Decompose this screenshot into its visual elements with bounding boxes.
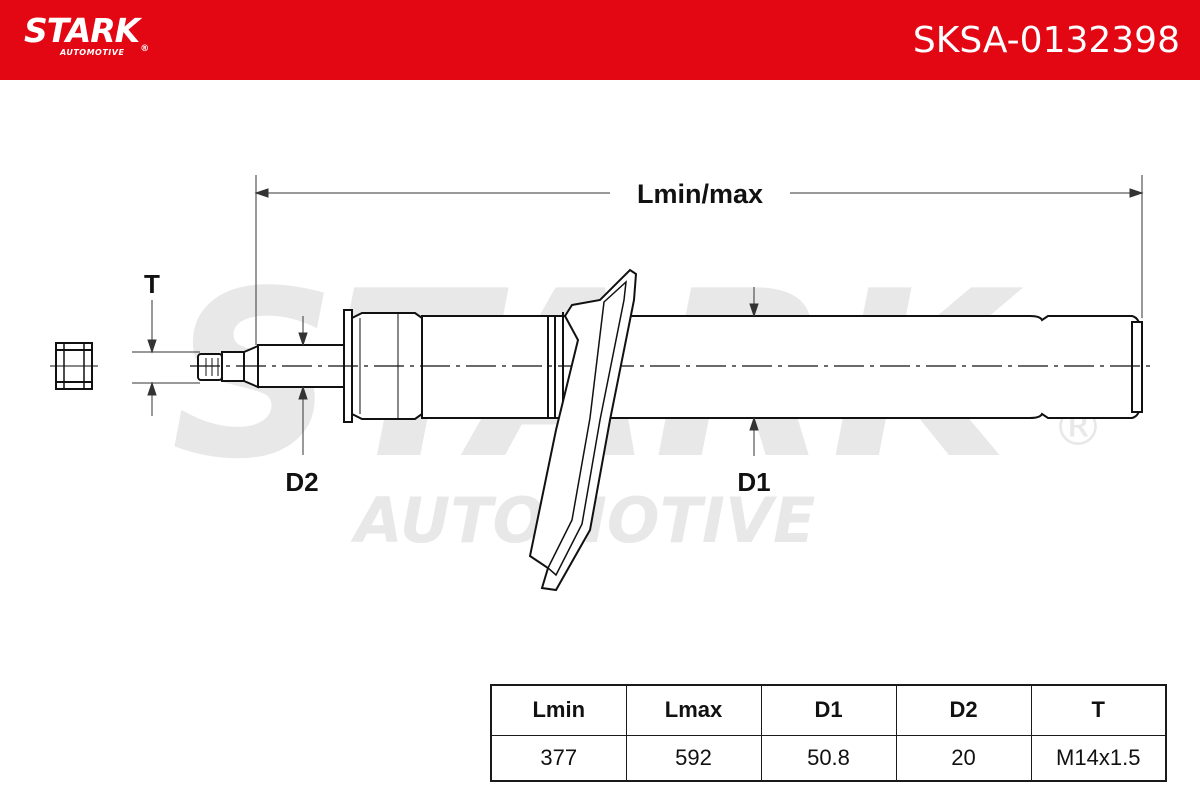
spec-table-value-row: 377 592 50.8 20 M14x1.5 xyxy=(491,734,1166,781)
spec-value-t: M14x1.5 xyxy=(1030,734,1166,781)
body-tube xyxy=(421,312,1143,422)
length-label: Lmin/max xyxy=(637,179,763,209)
spec-header-d2: D2 xyxy=(895,685,1032,736)
part-number: SKSA-0132398 xyxy=(912,20,1180,61)
spec-table: Lmin Lmax D1 D2 T 377 592 50.8 20 M14x1.… xyxy=(490,684,1167,782)
stark-logo: STARK® AUTOMOTIVE xyxy=(24,11,149,58)
spec-value-d2: 20 xyxy=(895,734,1032,781)
body-diameter-dimension xyxy=(749,287,759,456)
mounting-bracket xyxy=(528,268,638,592)
nut xyxy=(50,342,98,390)
thread-label: T xyxy=(144,269,160,299)
logo-tagline: AUTOMOTIVE xyxy=(60,48,125,57)
body-diameter-label: D1 xyxy=(737,467,770,497)
header-bar: STARK® AUTOMOTIVE SKSA-0132398 xyxy=(0,0,1200,80)
spec-value-lmax: 592 xyxy=(625,734,762,781)
logo-registered-mark: ® xyxy=(140,44,149,54)
length-dimension xyxy=(254,175,1144,345)
rod-diameter-label: D2 xyxy=(285,467,318,497)
spec-table-header-row: Lmin Lmax D1 D2 T xyxy=(491,685,1166,736)
spec-header-lmax: Lmax xyxy=(625,685,762,736)
spec-header-lmin: Lmin xyxy=(491,685,627,736)
spec-header-t: T xyxy=(1030,685,1166,736)
spec-value-lmin: 377 xyxy=(491,734,627,781)
spec-header-d1: D1 xyxy=(760,685,897,736)
spec-value-d1: 50.8 xyxy=(760,734,897,781)
logo-brand-name: STARK xyxy=(24,11,140,50)
rod-diameter-dimension xyxy=(298,316,308,455)
thread-dimension xyxy=(132,300,200,416)
